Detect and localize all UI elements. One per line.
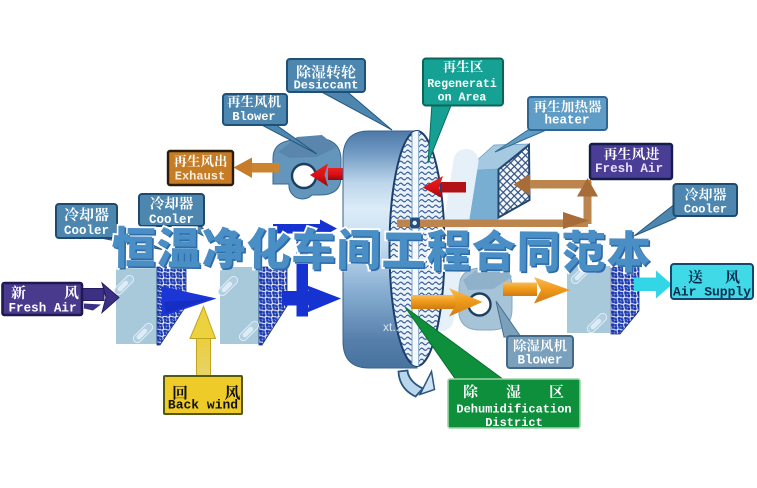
svg-text:Back wind: Back wind [168,398,238,413]
svg-text:Regenerati: Regenerati [427,78,497,91]
svg-text:on Area: on Area [438,92,487,105]
svg-text:xt...: xt... [383,320,402,334]
svg-text:Exhaust: Exhaust [175,170,225,184]
svg-text:Dehumidification: Dehumidification [456,403,571,417]
svg-text:Blower: Blower [517,354,562,368]
svg-text:Fresh Air: Fresh Air [595,162,663,176]
svg-text:District: District [485,416,543,430]
svg-text:Cooler: Cooler [684,203,727,217]
svg-text:Desiccant: Desiccant [294,79,359,93]
svg-text:Cooler: Cooler [64,224,109,238]
svg-text:Blower: Blower [232,110,275,124]
svg-text:heater: heater [544,114,589,128]
svg-text:Air Supply: Air Supply [673,285,751,300]
svg-text:Fresh Air: Fresh Air [8,302,76,316]
svg-text:Cooler: Cooler [149,213,194,227]
